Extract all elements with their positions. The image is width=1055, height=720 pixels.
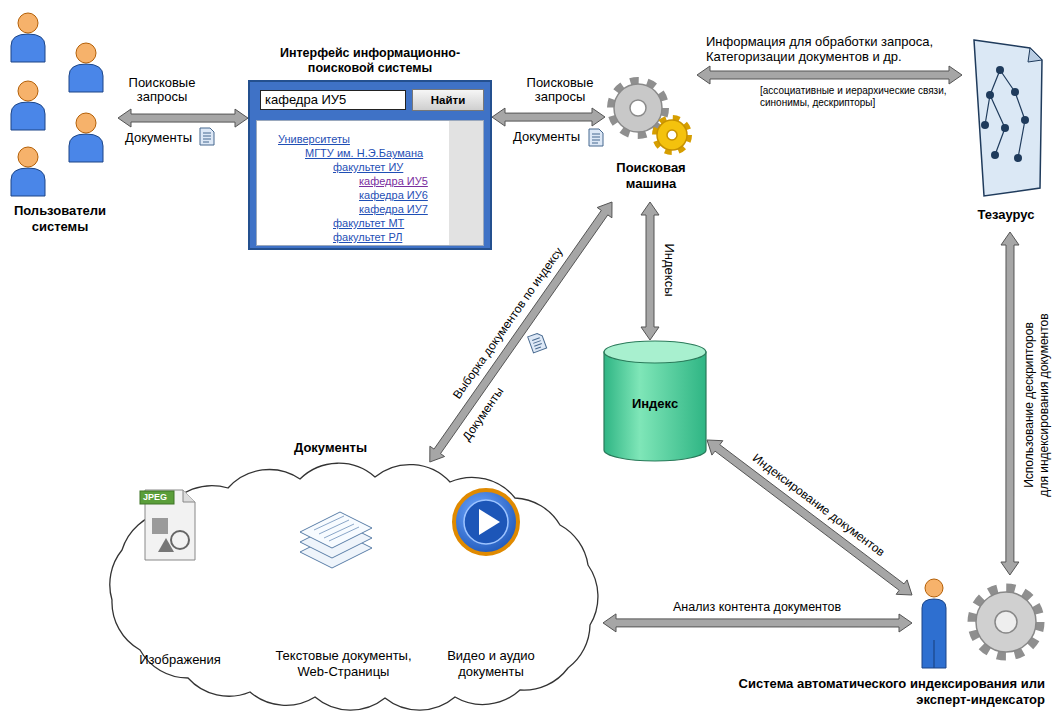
- node-label: Индекс: [603, 396, 707, 412]
- arrow-label: Индексы: [660, 243, 676, 296]
- thesaurus: Тезаурус: [962, 32, 1050, 232]
- tree-link: кафедра ИУ7: [359, 203, 428, 216]
- annotation-label: [ассоциативные и иерархические связи, си…: [760, 85, 950, 109]
- annotation-label: Документы: [125, 130, 192, 146]
- node-label: Система автоматического индексирования и…: [715, 676, 1045, 708]
- node-label: Текстовые документы, Web-Страницы: [262, 648, 425, 680]
- double-arrow: [641, 202, 659, 340]
- annotation-label: Документы: [513, 129, 580, 145]
- tree-link: факультет МТ: [333, 217, 404, 230]
- category-tree: УниверситетыМГТУ им. Н.Э.Бауманафакульте…: [256, 120, 484, 246]
- document-cloud: ДокументыИзображенияТекстовые документы,…: [98, 462, 603, 715]
- node-label: Пользователи системы: [2, 203, 118, 235]
- search-engine: Поисковая машина: [605, 70, 697, 202]
- arrow-label: Анализ контента документов: [673, 600, 841, 615]
- media-documents: Видео и аудио документы: [435, 482, 547, 687]
- double-arrow: [707, 440, 912, 595]
- node-label: кафедра ИУ5: [265, 92, 346, 108]
- indexing-system: Система автоматического индексирования и…: [912, 575, 1048, 670]
- arrow-label: Использование дескрипторов для индексиро…: [1022, 311, 1052, 499]
- node-label: Видео и аудио документы: [435, 648, 547, 680]
- image-documents: Изображения: [125, 482, 235, 672]
- arrow-label: Поисковые запросы: [520, 76, 600, 104]
- tree-link: МГТУ им. Н.Э.Баумана: [305, 147, 423, 160]
- document-icon: [589, 129, 603, 146]
- document-icon: [200, 128, 214, 145]
- arrow-label: Поисковые запросы: [122, 76, 202, 104]
- arrow-label: Индексирование документов: [750, 451, 887, 559]
- tree-link: факультет ИУ: [333, 161, 403, 174]
- tree-link: кафедра ИУ6: [359, 189, 428, 202]
- double-arrow: [603, 614, 912, 632]
- search-interface-window: Интерфейс информационно-поисковой систем…: [248, 80, 492, 250]
- user-group: Пользователи системы: [2, 5, 118, 245]
- node-label: Поисковая машина: [605, 160, 697, 192]
- node-label: Интерфейс информационно-поисковой систем…: [250, 46, 490, 76]
- node-label: Документы: [294, 440, 367, 456]
- double-arrow: [492, 108, 605, 126]
- icon-badge-text: JPEG: [143, 492, 167, 503]
- tree-link: факультет РЛ: [333, 231, 402, 244]
- search-button: Найти: [412, 89, 484, 111]
- document-icon: [528, 332, 547, 353]
- node-label: Изображения: [125, 652, 235, 668]
- search-input: кафедра ИУ5: [260, 90, 406, 110]
- node-label: Найти: [413, 92, 483, 108]
- node-label: Тезаурус: [962, 207, 1050, 223]
- tree-link: Университеты: [278, 133, 350, 146]
- indexer-illustration: [912, 575, 1048, 670]
- double-arrow: [118, 109, 248, 127]
- arrow-label: Выборка документов по индексу: [450, 245, 566, 402]
- thesaurus-illustration: [962, 32, 1050, 232]
- text-documents: Текстовые документы, Web-Страницы: [262, 505, 425, 685]
- double-arrow: [1001, 232, 1019, 575]
- arrow-label: Информация для обработки запроса, Катего…: [706, 34, 1006, 64]
- double-arrow: [697, 66, 962, 84]
- tree-link: кафедра ИУ5: [359, 175, 428, 188]
- index-database: Индекс: [603, 340, 707, 462]
